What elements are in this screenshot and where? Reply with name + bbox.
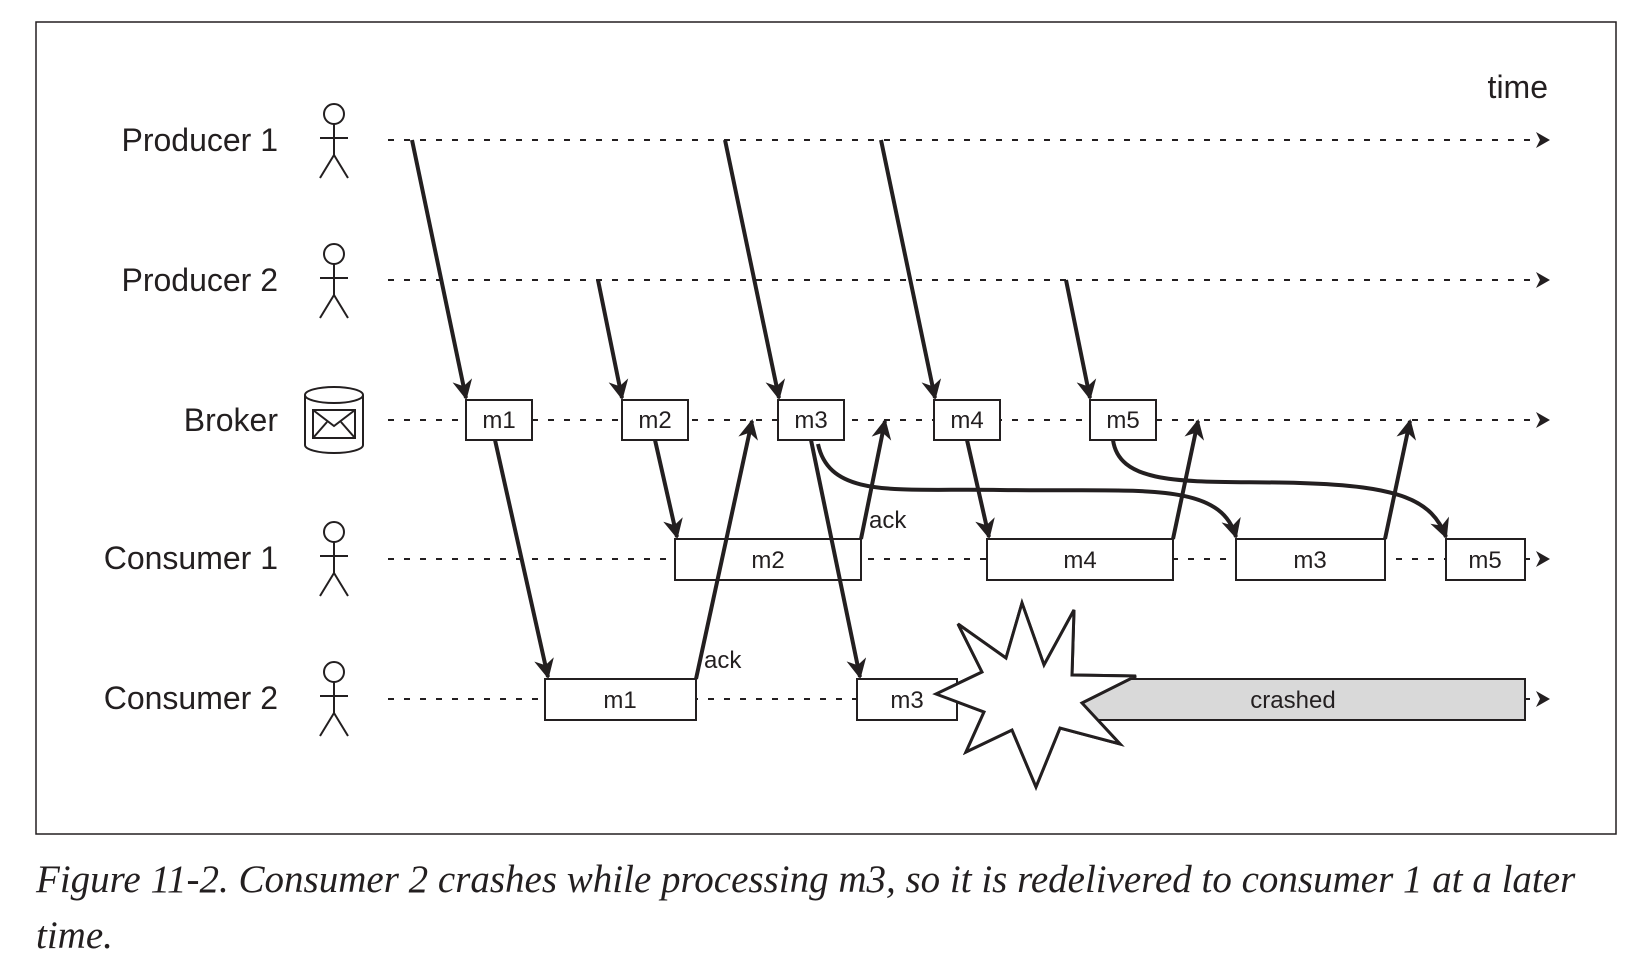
arrow-producer-2-to-m5 [1064,279,1097,400]
svg-text:crashed: crashed [1250,687,1335,714]
svg-text:m4: m4 [1063,547,1096,574]
arrow-ack-m2-from-consumer-1 [859,419,892,540]
timeline-arrowhead-broker [1536,412,1550,428]
person-icon-producer-1 [319,103,349,179]
svg-text:m1: m1 [603,687,636,714]
consumer-1-box-m5: m5 [1445,538,1526,581]
consumer-2-crashed-box: crashed [1081,678,1526,721]
consumer-1-box-m3: m3 [1235,538,1386,581]
consumer-1-box-m4: m4 [986,538,1174,581]
figure-caption: Figure 11-2. Consumer 2 crashes while pr… [36,858,1576,957]
arrow-m1-to-consumer-2 [493,439,554,679]
svg-text:m2: m2 [638,407,671,434]
crash-starburst-overlay [932,598,1137,791]
arrow-m5-to-consumer-1 [1111,439,1449,539]
person-icon-producer-2 [319,243,349,319]
svg-text:m1: m1 [482,407,515,434]
broker-message-m3: m3 [777,399,845,441]
lane-label-producer-1: Producer 1 [121,122,278,158]
arrow-m2-to-consumer-1 [653,439,683,539]
arrow-producer-1-to-m3 [723,139,786,400]
person-icon-consumer-2 [319,661,349,737]
lane-label-consumer-2: Consumer 2 [104,680,278,716]
arrow-ack-m3-from-consumer-1 [1383,419,1417,540]
broker-message-m5: m5 [1089,399,1157,441]
lane-label-producer-2: Producer 2 [121,262,278,298]
timeline-arrowhead-consumer-1 [1536,551,1550,567]
svg-text:m3: m3 [794,407,827,434]
arrow-ack-m4-from-consumer-1 [1171,419,1205,540]
timeline-arrowhead-producer-2 [1536,272,1550,288]
arrow-m3-to-consumer-2 [809,439,867,679]
arrow-ack-m1-from-consumer-2 [694,419,758,680]
broker-message-m1: m1 [465,399,533,441]
lane-label-broker: Broker [184,402,279,438]
arrow-producer-1-to-m4 [879,139,942,400]
timeline-arrowhead-consumer-2 [1536,691,1550,707]
broker-message-m2: m2 [621,399,689,441]
figure-frame [35,21,1617,835]
consumer-2-box-m3: m3 [856,678,958,721]
svg-text:m3: m3 [890,687,923,714]
broker-message-m4: m4 [933,399,1001,441]
ack-label-consumer-1: ack [869,507,907,534]
svg-text:m3: m3 [1293,547,1326,574]
ack-label-consumer-2: ack [704,647,742,674]
lane-label-consumer-1: Consumer 1 [104,540,278,576]
svg-text:m2: m2 [751,547,784,574]
timeline-arrowhead-producer-1 [1536,132,1550,148]
person-icon-consumer-1 [319,521,349,597]
consumer-2-box-m1: m1 [544,678,697,721]
arrow-producer-1-to-m1 [410,139,473,400]
svg-text:m5: m5 [1106,407,1139,434]
broker-database-icon [304,386,364,454]
consumer-1-box-m2: m2 [674,538,862,581]
arrow-producer-2-to-m2 [596,279,629,400]
svg-text:m5: m5 [1468,547,1501,574]
arrow-m3-redelivery-to-consumer-1 [816,443,1241,539]
svg-text:m4: m4 [950,407,983,434]
time-label: time [1488,69,1548,105]
